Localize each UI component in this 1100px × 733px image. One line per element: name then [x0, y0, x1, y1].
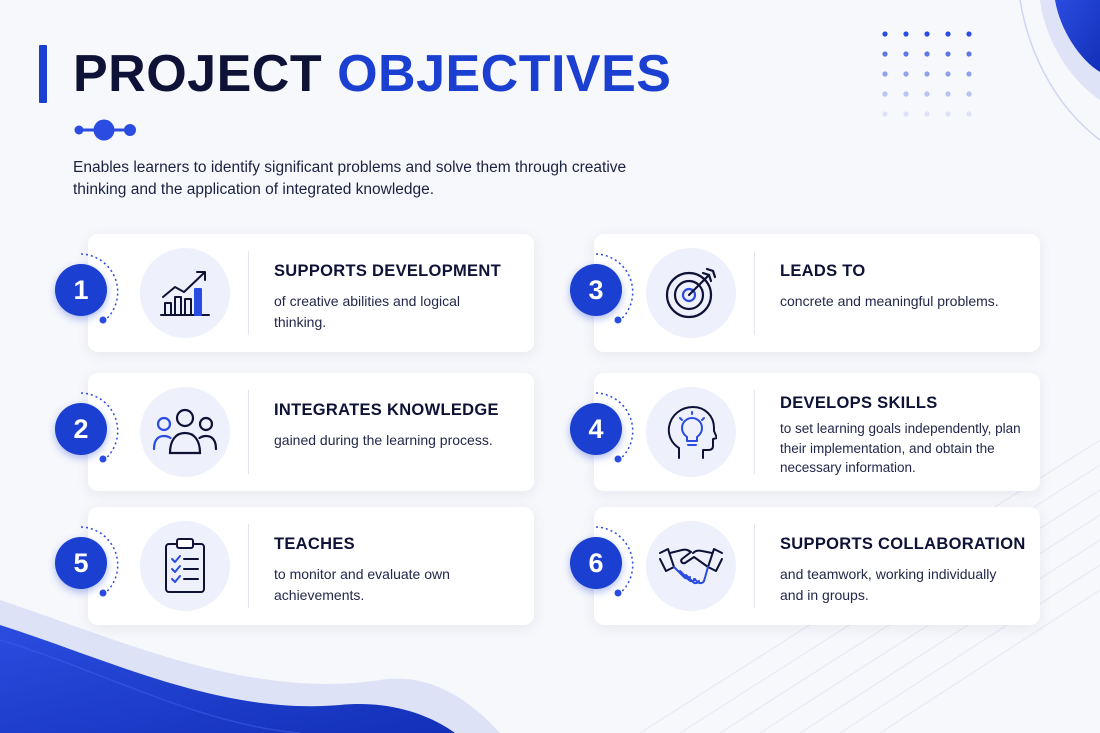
- arc-decoration: [595, 526, 634, 597]
- team-icon: [152, 408, 218, 455]
- title-part-2: OBJECTIVES: [337, 45, 672, 103]
- number-circle: 5: [55, 537, 107, 589]
- number-circle: 6: [570, 537, 622, 589]
- number-badge-1: 1: [55, 250, 125, 330]
- arc-decoration: [595, 253, 634, 324]
- card-divider: [248, 524, 249, 608]
- objective-card-6: SUPPORTS COLLABORATION and teamwork, wor…: [594, 507, 1040, 625]
- head-lightbulb-icon: [667, 406, 717, 459]
- number-circle: 1: [55, 264, 107, 316]
- page-title: PROJECT OBJECTIVES: [73, 44, 671, 104]
- arc-decoration: [80, 253, 119, 324]
- card-divider: [754, 524, 755, 608]
- objective-description: gained during the learning process.: [274, 432, 493, 448]
- objective-description: and teamwork, working individually and i…: [780, 566, 997, 603]
- icon-badge: [646, 521, 736, 611]
- icon-badge: [140, 387, 230, 477]
- objective-heading: SUPPORTS DEVELOPMENT: [274, 262, 501, 280]
- arc-decoration: [595, 392, 634, 463]
- objective-card-4: DEVELOPS SKILLS to set learning goals in…: [594, 373, 1040, 491]
- arc-decoration: [80, 392, 119, 463]
- number-badge-6: 6: [570, 523, 640, 603]
- title-part-1: PROJECT: [73, 45, 323, 103]
- card-divider: [248, 251, 249, 335]
- number-badge-3: 3: [570, 250, 640, 330]
- objective-description: to set learning goals independently, pla…: [780, 421, 1021, 475]
- objective-heading: DEVELOPS SKILLS: [780, 394, 938, 412]
- icon-badge: [646, 248, 736, 338]
- objective-card-3: LEADS TO concrete and meaningful problem…: [594, 234, 1040, 352]
- number-badge-2: 2: [55, 389, 125, 469]
- objective-card-1: SUPPORTS DEVELOPMENT of creative abiliti…: [88, 234, 534, 352]
- title-accent-bar: [39, 45, 47, 103]
- number-badge-4: 4: [570, 389, 640, 469]
- subtitle: Enables learners to identify significant…: [73, 159, 627, 198]
- card-divider: [248, 390, 249, 474]
- growth-chart-icon: [160, 271, 210, 316]
- target-icon: [665, 267, 717, 319]
- number-circle: 4: [570, 403, 622, 455]
- number-badge-5: 5: [55, 523, 125, 603]
- card-divider: [754, 251, 755, 335]
- number-circle: 2: [55, 403, 107, 455]
- icon-badge: [140, 248, 230, 338]
- card-divider: [754, 390, 755, 474]
- icon-badge: [140, 521, 230, 611]
- checklist-clipboard-icon: [165, 538, 205, 593]
- objective-description: of creative abilities and logical thinki…: [274, 293, 460, 330]
- objective-card-5: TEACHES to monitor and evaluate own achi…: [88, 507, 534, 625]
- objective-heading: INTEGRATES KNOWLEDGE: [274, 401, 499, 419]
- objective-description: concrete and meaningful problems.: [780, 293, 999, 309]
- objective-description: to monitor and evaluate own achievements…: [274, 566, 450, 603]
- handshake-icon: [659, 548, 723, 585]
- objective-heading: TEACHES: [274, 535, 355, 553]
- objective-heading: SUPPORTS COLLABORATION: [780, 535, 1026, 553]
- objective-card-2: INTEGRATES KNOWLEDGE gained during the l…: [88, 373, 534, 491]
- objective-heading: LEADS TO: [780, 262, 866, 280]
- dot-grid-decoration: [882, 31, 972, 117]
- arc-decoration: [80, 526, 119, 597]
- icon-badge: [646, 387, 736, 477]
- connector-dots-icon: [74, 119, 136, 141]
- number-circle: 3: [570, 264, 622, 316]
